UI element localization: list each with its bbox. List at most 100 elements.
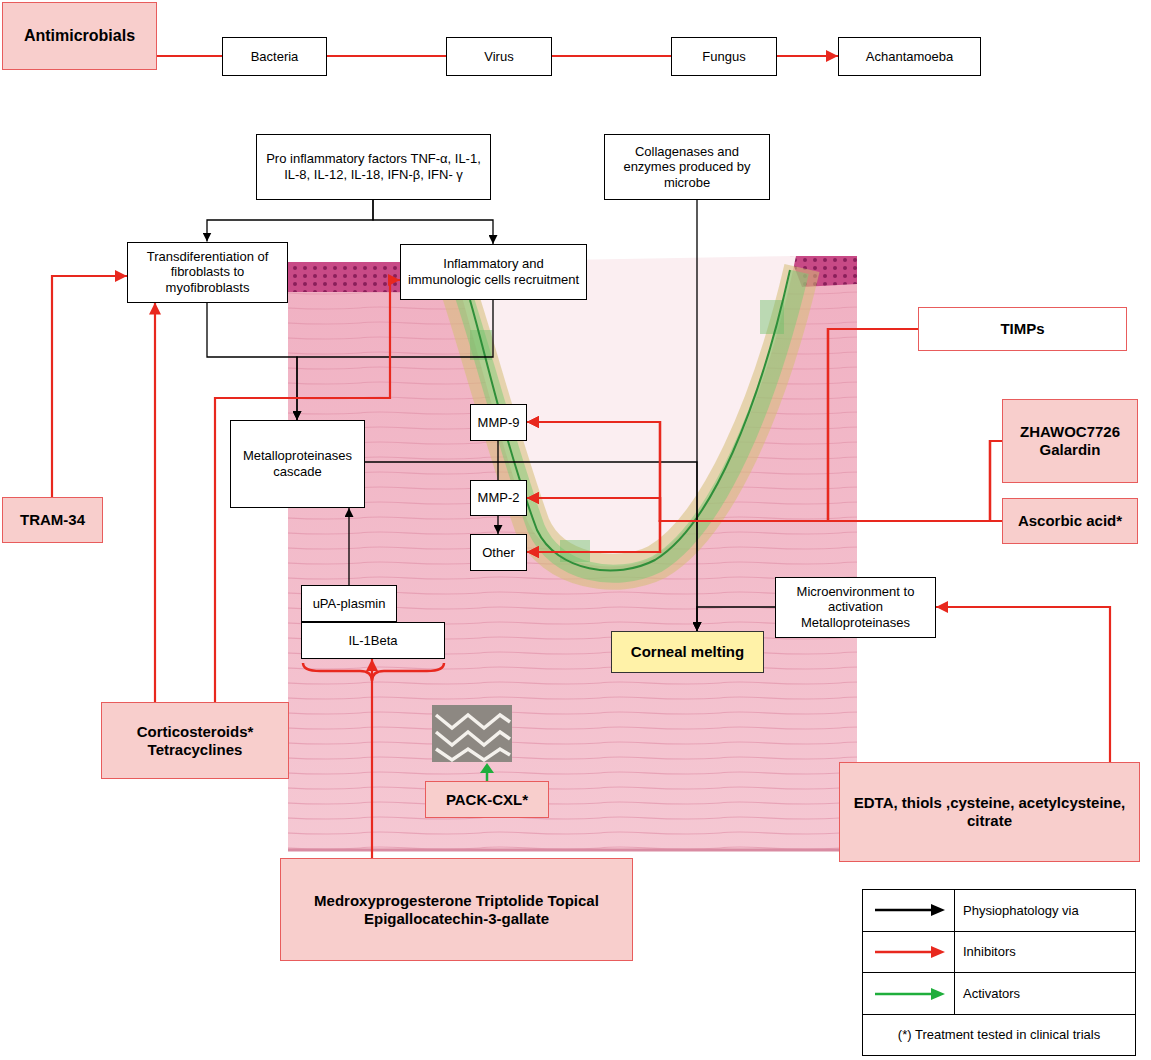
legend-sample: [863, 890, 955, 931]
legend-box: Physiophatology viaInhibitorsActivators (…: [862, 889, 1136, 1056]
legend-text: (*) Treatment tested in clinical trials: [890, 1027, 1108, 1043]
connector-arrow: [936, 607, 1110, 762]
node-text: Ascorbic acid*: [1018, 512, 1122, 530]
connector-arrow: [497, 441, 498, 480]
node-text: Virus: [484, 49, 513, 65]
node-text: Pro inflammatory factors TNF-α, IL-1, IL…: [262, 151, 485, 182]
process-box: Transdiferentiation of fibroblasts to my…: [127, 242, 288, 303]
process-box: IL-1Beta: [301, 622, 445, 659]
legend-text: Inhibitors: [955, 944, 1024, 960]
process-box: MMP-9: [470, 404, 527, 441]
legend-arrow-line: [875, 992, 933, 995]
process-box: Metalloproteinases cascade: [230, 420, 365, 508]
node-text: EDTA, thiols ,cysteine, acetylcysteine, …: [845, 794, 1134, 830]
connector-arrow: [497, 516, 498, 534]
node-text: MMP-2: [478, 490, 520, 506]
process-box: Achantamoeba: [838, 37, 981, 76]
legend-arrow-line: [875, 909, 933, 912]
group-brace: [303, 663, 444, 681]
connector-arrow: [154, 303, 156, 703]
connector-arrow: [297, 300, 493, 420]
process-box: Inflammatory and immunologic cells recru…: [400, 244, 587, 300]
connector-arrow: [207, 200, 373, 242]
activator-arrowhead: [480, 763, 494, 773]
node-text: TIMPs: [1000, 320, 1044, 338]
connector-arrow: [365, 462, 697, 631]
treatment-box: Corticosteroids* Tetracyclines: [101, 702, 289, 779]
treatment-box: ZHAWOC7726 Galardin: [1002, 399, 1138, 483]
connector-arrow: [373, 200, 493, 244]
legend-row: Physiophatology via: [863, 890, 1135, 932]
legend-arrowhead: [931, 946, 945, 958]
node-text: Medroxyprogesterone Triptolide Topical E…: [286, 892, 627, 928]
connector-arrow: [527, 329, 918, 552]
node-text: Corticosteroids* Tetracyclines: [107, 723, 283, 759]
connector-arrow: [527, 498, 1002, 521]
collagen-fibers: [436, 715, 510, 760]
legend-arrow: [871, 902, 947, 918]
inhibitor-box: TIMPs: [918, 307, 1127, 351]
process-box: Collagenases and enzymes produced by mic…: [604, 134, 770, 200]
connector-arrow: [527, 422, 1002, 521]
node-text: Bacteria: [251, 49, 299, 65]
connector-arrow: [527, 422, 1002, 521]
node-text: Fungus: [702, 49, 745, 65]
treatment-box: Antimicrobials: [2, 2, 157, 70]
legend-arrow: [871, 944, 947, 960]
connector-arrow: [552, 55, 671, 57]
process-box: MMP-2: [470, 480, 527, 516]
process-box: Pro inflammatory factors TNF-α, IL-1, IL…: [256, 134, 491, 200]
legend-row: Inhibitors: [863, 932, 1135, 974]
node-text: PACK-CXL*: [446, 791, 528, 809]
node-text: Inflammatory and immunologic cells recru…: [406, 256, 581, 287]
legend-text: Activators: [955, 986, 1028, 1002]
treatment-box: Medroxyprogesterone Triptolide Topical E…: [280, 858, 633, 961]
node-text: ZHAWOC7726 Galardin: [1008, 423, 1132, 459]
node-text: Collagenases and enzymes produced by mic…: [610, 144, 764, 191]
outcome-box: Corneal melting: [611, 631, 764, 673]
process-box: Virus: [446, 37, 552, 76]
node-text: TRAM-34: [20, 511, 85, 529]
node-text: MMP-9: [478, 415, 520, 431]
legend-arrow-line: [875, 951, 933, 954]
collagen-fibers-image: [432, 705, 512, 762]
connector-arrow: [527, 441, 1002, 552]
connector-arrow: [527, 329, 918, 521]
connector-arrow: [157, 55, 222, 57]
infiltrate: [760, 300, 784, 334]
connector-arrow: [527, 329, 918, 521]
node-text: uPA-plasmin: [313, 596, 386, 612]
legend-sample: [863, 973, 955, 1014]
treatment-box: TRAM-34: [2, 497, 103, 543]
legend-arrowhead: [931, 904, 945, 916]
process-box: uPA-plasmin: [301, 585, 397, 622]
legend-arrowhead: [931, 988, 945, 1000]
node-text: Metalloproteinases cascade: [236, 448, 359, 479]
node-text: Antimicrobials: [24, 26, 135, 45]
node-text: IL-1Beta: [348, 633, 397, 649]
ulcer-edge-line: [470, 270, 790, 570]
legend-row: Activators: [863, 973, 1135, 1015]
connector-arrow: [52, 276, 127, 497]
endothelium: [288, 849, 857, 852]
connector-arrow: [527, 521, 1002, 552]
connector-arrow: [697, 607, 775, 631]
legend-row: (*) Treatment tested in clinical trials: [863, 1015, 1135, 1055]
node-text: Corneal melting: [631, 643, 744, 661]
legend-arrow: [871, 986, 947, 1002]
connector-arrow: [371, 659, 373, 858]
infiltrate: [470, 330, 492, 360]
activator-arrow: [486, 772, 489, 781]
process-box: Microenvironment to activation Metallopr…: [775, 577, 936, 638]
treatment-box: PACK-CXL*: [425, 781, 549, 818]
node-text: Other: [482, 545, 515, 561]
legend-text: Physiophatology via: [955, 903, 1087, 919]
connector-arrow: [348, 508, 349, 585]
node-text: Microenvironment to activation Metallopr…: [781, 584, 930, 631]
connector-arrow: [777, 55, 838, 57]
node-text: Transdiferentiation of fibroblasts to my…: [133, 249, 282, 296]
treatment-box: EDTA, thiols ,cysteine, acetylcysteine, …: [839, 762, 1140, 862]
connector-arrow: [696, 200, 697, 631]
legend-sample: [863, 932, 955, 973]
process-box: Fungus: [671, 37, 777, 76]
